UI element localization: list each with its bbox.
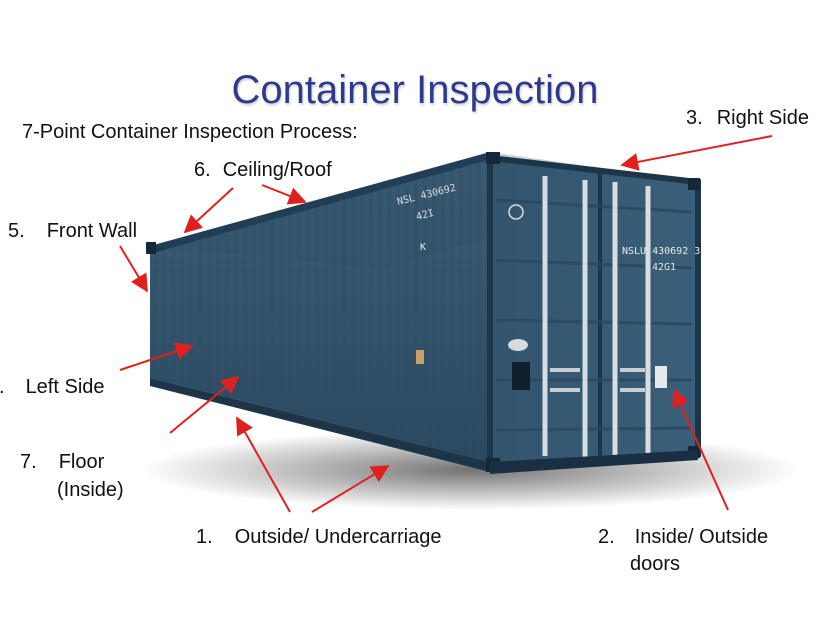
label-right-side: 3. Right Side — [686, 105, 809, 131]
door-latch-box — [512, 362, 530, 390]
label-front-wall: 5. Front Wall — [8, 218, 137, 244]
callout-arrows — [119, 135, 773, 513]
door-handles — [550, 368, 645, 392]
label-text: Left Side — [25, 376, 105, 398]
label-text: Outside/ Undercarriage — [234, 526, 442, 548]
label-ceiling: 6. Ceiling/Roof — [194, 157, 332, 183]
label-text: Right Side — [716, 107, 809, 129]
container-top-rail — [150, 152, 496, 252]
label-number: 2. — [598, 526, 615, 548]
arrow-undercarriage-1 — [236, 416, 291, 513]
roof-marking-2: 42I — [415, 208, 435, 223]
side-marking: K — [420, 242, 426, 253]
door-vent — [508, 339, 528, 351]
label-number: 3. — [686, 107, 703, 129]
subtitle: 7-Point Container Inspection Process: — [22, 121, 358, 143]
page-title: Container Inspection — [231, 68, 599, 112]
label-doors: 2. Inside/ Outside — [598, 524, 768, 550]
container-bottom-rail — [150, 378, 490, 472]
side-plate — [416, 350, 424, 364]
door-locking-bars — [542, 176, 651, 460]
label-undercarriage: 1. Outside/ Undercarriage — [196, 524, 441, 550]
door-marking-2: 42G1 — [652, 262, 676, 273]
arrow-left-side — [119, 342, 194, 371]
label-number: 6. — [194, 159, 211, 181]
label-text: Inside/ Outside — [634, 526, 769, 548]
arrow-undercarriage-2 — [311, 465, 390, 513]
label-number: 1. — [196, 526, 213, 548]
container-base — [490, 450, 698, 474]
label-floor-line2: (Inside) — [57, 479, 124, 501]
arrow-doors — [672, 388, 729, 511]
door-marking: NSLU 430692 3 — [622, 246, 700, 257]
door-label-plate — [655, 366, 667, 388]
arrow-floor — [169, 375, 240, 434]
label-text: Front Wall — [46, 220, 138, 242]
label-left-side: . Left Side — [0, 374, 105, 400]
label-doors-line2: doors — [630, 553, 681, 575]
label-floor: 7. Floor — [20, 449, 104, 475]
label-number: . — [0, 374, 5, 400]
arrow-ceiling-1 — [183, 187, 234, 234]
logo-emblem — [508, 204, 524, 220]
arrow-right-side — [620, 135, 773, 171]
label-number: 5. — [8, 220, 25, 242]
label-text: Floor — [58, 451, 105, 473]
label-text: Ceiling/Roof — [222, 159, 332, 181]
arrow-front-wall — [119, 245, 148, 293]
label-number: 7. — [20, 451, 37, 473]
arrow-ceiling-2 — [261, 184, 307, 205]
